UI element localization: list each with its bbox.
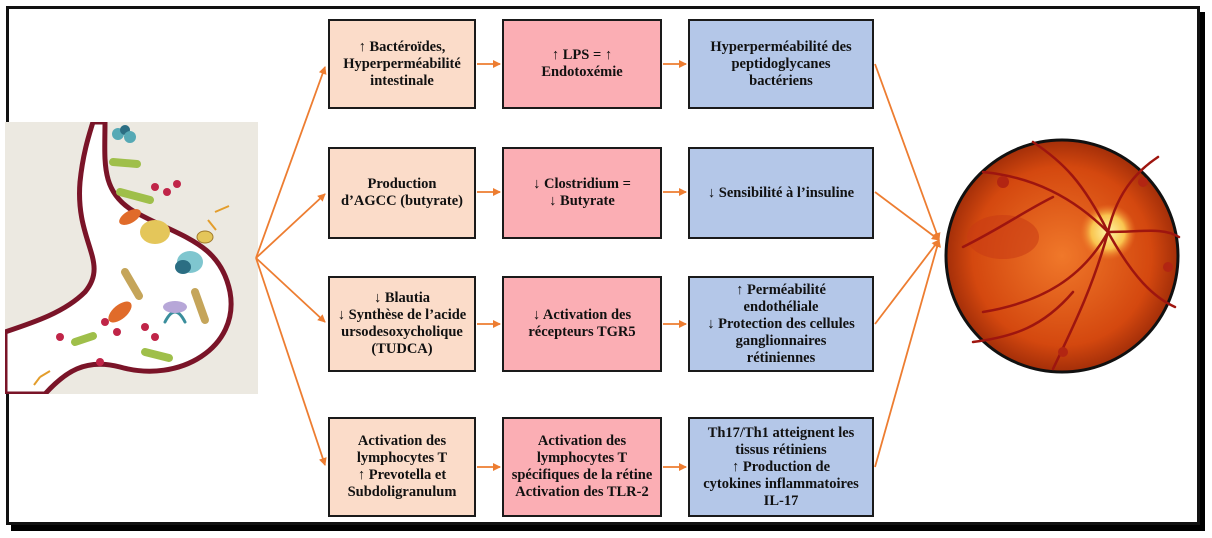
row1-mechanism-box: ↑ LPS = ↑ Endotoxémie xyxy=(502,19,662,109)
row1-effect-box: Hyperperméabilité des peptidoglycanes ba… xyxy=(688,19,874,109)
row2-effect-box: ↓ Sensibilité à l’insuline xyxy=(688,147,874,239)
row3-cause-box: ↓ Blautia ↓ Synthèse de l’acide ursodeso… xyxy=(328,276,476,372)
row4-cause-box: Activation des lymphocytes T ↑ Prevotell… xyxy=(328,417,476,517)
row2-cause-box: Production d’AGCC (butyrate) xyxy=(328,147,476,239)
row3-mechanism-box: ↓ Activation des récepteurs TGR5 xyxy=(502,276,662,372)
row1-cause-box: ↑ Bactéroïdes, Hyperperméabilité intesti… xyxy=(328,19,476,109)
row2-mechanism-box: ↓ Clostridium = ↓ Butyrate xyxy=(502,147,662,239)
row4-effect-box: Th17/Th1 atteignent les tissus rétiniens… xyxy=(688,417,874,517)
stomach-microbiota-illustration xyxy=(5,122,258,394)
row4-mechanism-box: Activation des lymphocytes T spécifiques… xyxy=(502,417,662,517)
row3-effect-box: ↑ Perméabilité endothéliale ↓ Protection… xyxy=(688,276,874,372)
retina-fundus-illustration xyxy=(944,138,1181,374)
